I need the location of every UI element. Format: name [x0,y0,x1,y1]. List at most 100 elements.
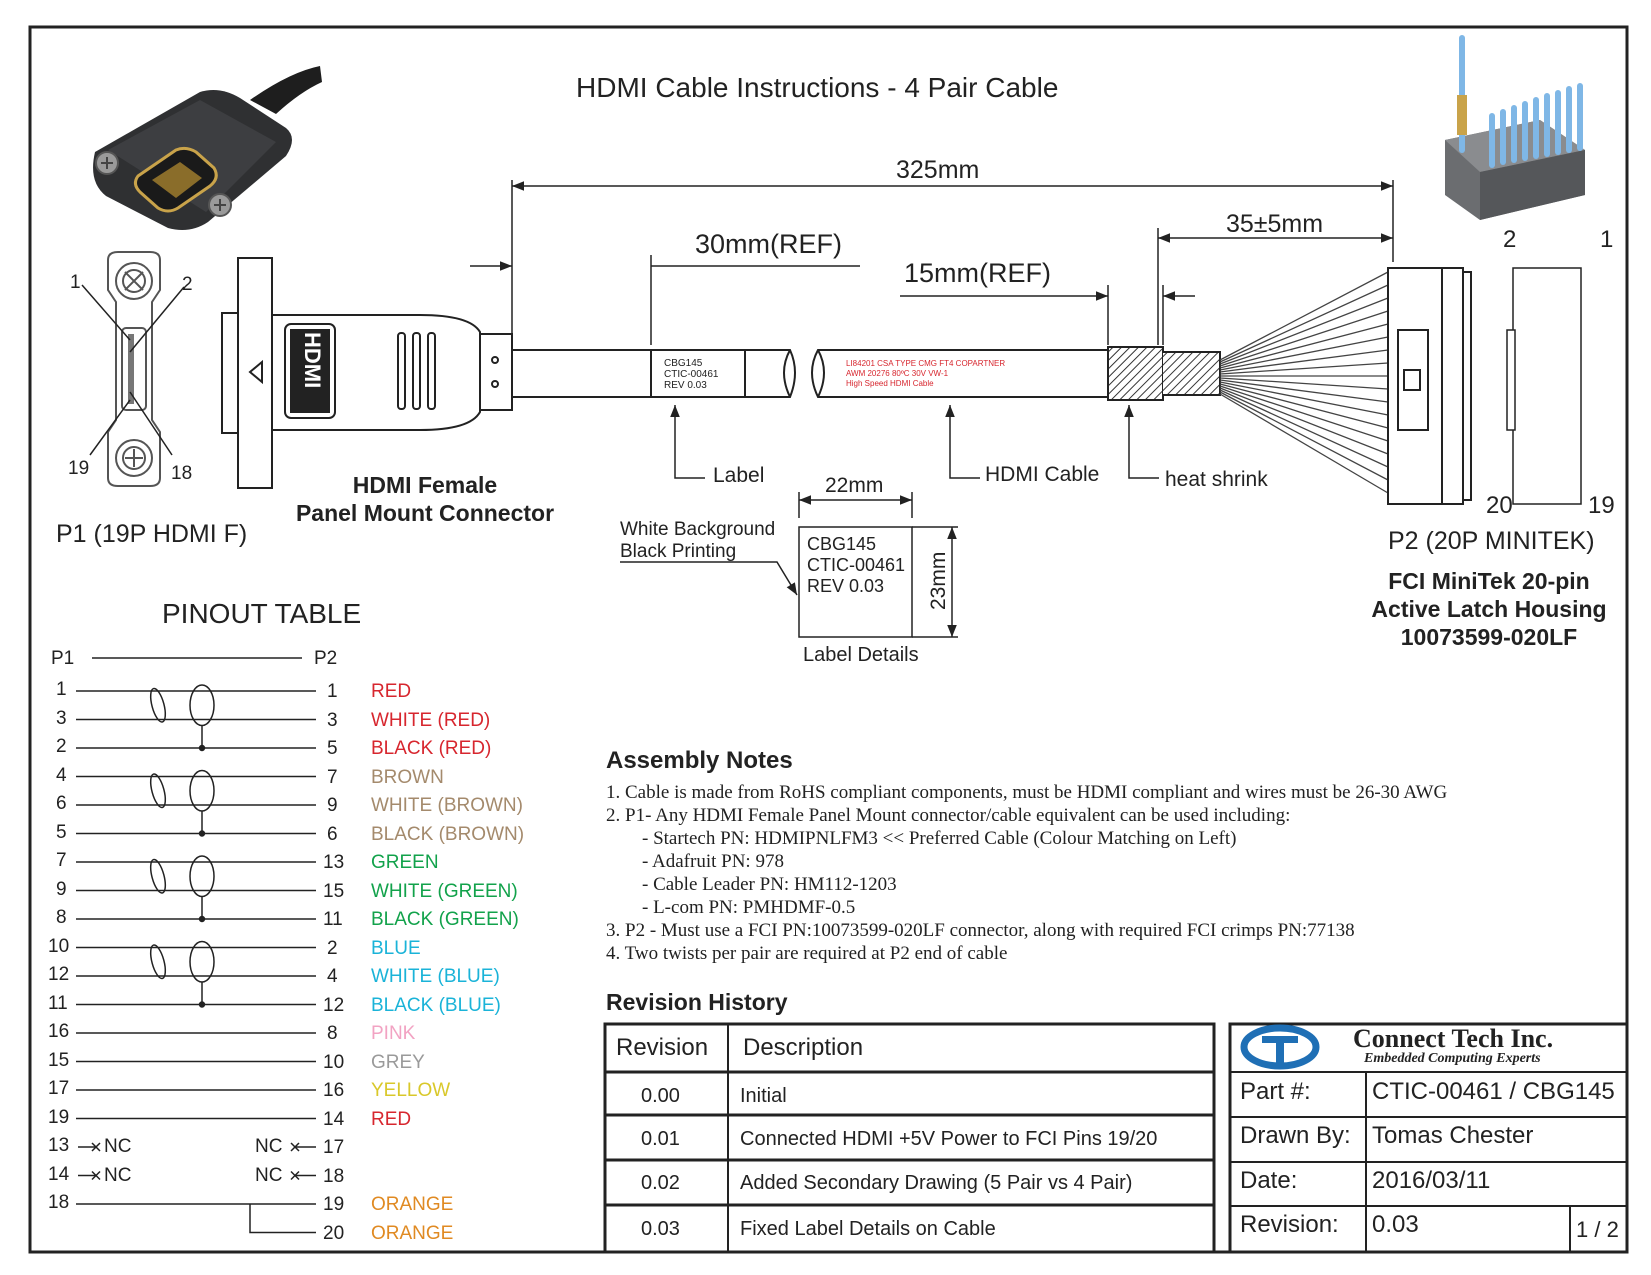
pinout-wiring [76,684,316,1234]
revision-header-rev: Revision [616,1034,709,1061]
pinout-wire-color: GREY [371,1051,425,1073]
note-2-item-4: - L-com PN: PMHDMF-0.5 [642,897,856,918]
note-2-item-3: - Cable Leader PN: HM112-1203 [642,874,897,895]
drain-junction [198,830,206,837]
p1-pin-19: 19 [68,458,90,479]
nc-label: NC [255,1136,283,1157]
pinout-p2-pin: 18 [323,1165,345,1187]
p1-front-view [107,251,161,487]
cable-label-line-3: REV 0.03 [664,380,707,391]
pinout-wire-color: BROWN [371,766,444,788]
p2-pin-1: 1 [1600,226,1614,253]
pinout-p1-pin: 5 [56,821,67,843]
pinout-wire-color: RED [371,681,412,702]
label-detail-box [798,526,913,638]
callout-label: Label [713,464,765,487]
dim-heat-shrink: 15mm(REF) [904,258,1051,288]
p2-pin-2: 2 [1503,226,1517,253]
pinout-p2-pin: 10 [323,1051,345,1073]
pinout-wire-color: PINK [371,1023,416,1044]
note-2: 2. P1- Any HDMI Female Panel Mount conne… [606,805,1291,826]
pinout-title: PINOUT TABLE [162,598,362,629]
pinout-p2-pin: 5 [327,738,338,759]
dim-breakout: 35±5mm [1226,210,1324,238]
revision-header-desc: Description [743,1034,864,1061]
heat-shrink [1107,346,1164,401]
drawing-title: HDMI Cable Instructions - 4 Pair Cable [576,72,1059,103]
drawn-label: Drawn By: [1240,1122,1351,1149]
pinout-p1-pin: 1 [56,679,67,700]
revision-history-title: Revision History [606,989,788,1015]
part-value: CTIC-00461 / CBG145 [1372,1078,1615,1105]
pinout-wire-color: GREEN [371,852,439,873]
pinout-p1-pin: 7 [56,850,67,871]
pinout-p2-pin: 15 [323,880,345,902]
p2-desc-line-1: FCI MiniTek 20-pin [1388,568,1590,594]
pinout-p1-pin: 2 [56,736,67,757]
cable [511,349,1109,398]
pinout-p1-pin: 14 [48,1163,70,1185]
pinout-p1-pin: 12 [48,964,70,985]
revision-row-4-rev: 0.03 [641,1218,680,1240]
part-label: Part #: [1240,1078,1311,1105]
label-detail-line-2: CTIC-00461 [807,555,906,575]
twist-symbol [149,773,167,809]
note-3: 3. P2 - Must use a FCI PN:10073599-020LF… [606,920,1355,941]
pin-20-link [249,1204,316,1234]
revision-value: 0.03 [1372,1211,1419,1238]
pinout-wire-color: BLUE [371,937,421,959]
company-name: Connect Tech Inc. [1353,1024,1554,1053]
pinout-wire-color: WHITE (BROWN) [371,795,523,816]
note-1: 1. Cable is made from RoHS compliant com… [606,782,1448,803]
cable-label-line-1: CBG145 [664,358,703,369]
label-detail-line-3: REV 0.03 [807,576,885,596]
dimension-lines [470,180,1394,638]
pinout-wire-color: WHITE (RED) [371,709,491,731]
pinout-p2-pin: 16 [323,1080,345,1101]
pinout-p2-pin: 19 [323,1194,345,1215]
pinout-p2-pin: 1 [327,681,338,702]
sheet-number: 1 / 2 [1576,1217,1619,1242]
pinout-p1-pin: 9 [56,878,67,900]
date-value: 2016/03/11 [1372,1167,1491,1194]
label-height: 23mm [927,551,950,610]
label-width: 22mm [825,474,884,497]
pinout-p1-pin: 15 [48,1049,70,1071]
p1-desc-line-1: HDMI Female [352,472,498,498]
p2-pin-20: 20 [1486,492,1513,519]
pinout-p1-pin: 17 [48,1078,70,1099]
nc-x-mark [290,1142,300,1152]
pinout-p2-pin: 8 [327,1023,338,1044]
title-block [1228,1022,1629,1254]
label-bg-line-1: White Background [620,519,776,540]
pinout-p1-pin: 3 [56,707,67,729]
assembly-notes: 1. Cable is made from RoHS compliant com… [606,781,1546,965]
p2-front-view [1506,267,1582,505]
note-2-item-2: - Adafruit PN: 978 [642,851,784,872]
pinout-wire-color: BLACK (BROWN) [371,823,525,845]
revision-row-2-desc: Connected HDMI +5V Power to FCI Pins 19/… [740,1128,1158,1150]
pinout-p2-pin: 9 [327,795,338,816]
pinout-p1-pin: 6 [56,793,67,814]
p2-side-view [1387,267,1472,505]
pinout-p2-pin: 3 [327,709,338,731]
callout-label-details: Label Details [803,644,919,666]
revision-row-3-desc: Added Secondary Drawing (5 Pair vs 4 Pai… [740,1172,1133,1194]
nc-label: NC [104,1164,132,1186]
breakout-wires [1219,271,1389,494]
company-tagline: Embedded Computing Experts [1364,1051,1541,1066]
p1-pin-18: 18 [171,463,193,484]
pinout-p1-pin: 11 [48,992,68,1014]
pinout-wire-color: BLACK (BLUE) [371,994,501,1016]
twist-symbol [149,687,167,723]
pinout-p2-pin: 4 [327,966,338,987]
p1-name: P1 (19P HDMI F) [56,520,248,548]
cable-print-line-3: High Speed HDMI Cable [846,379,934,388]
pinout-p1-pin: 16 [48,1021,70,1042]
revision-row-1-desc: Initial [740,1085,787,1107]
drawn-value: Tomas Chester [1372,1122,1534,1149]
dim-label-offset: 30mm(REF) [695,229,842,259]
cti-logo-icon [1240,1024,1320,1070]
cable-print-line-1: LI84201 CSA TYPE CMG FT4 COPARTNER [846,359,1006,368]
